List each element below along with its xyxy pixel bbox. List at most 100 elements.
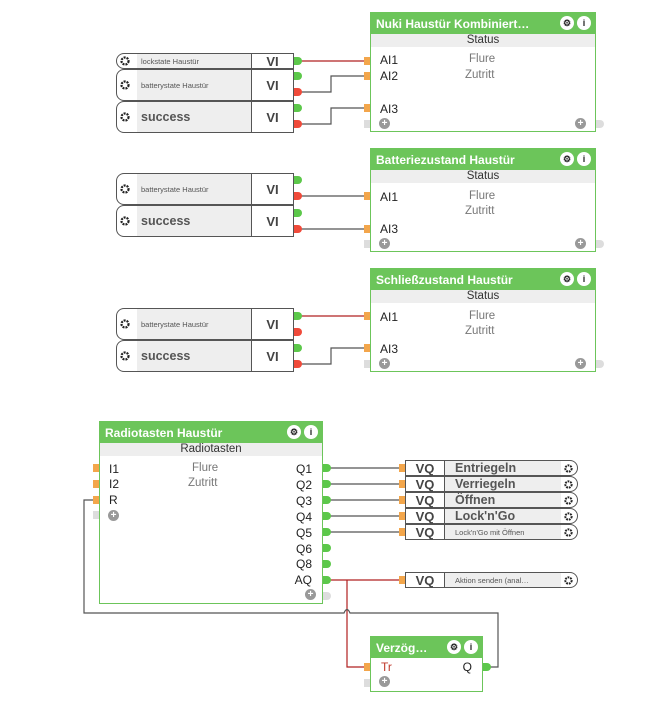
error-port[interactable] — [294, 360, 302, 368]
output-port[interactable] — [323, 528, 331, 536]
info-icon[interactable]: i — [464, 640, 478, 654]
output-port[interactable] — [596, 360, 604, 368]
block-lockstate[interactable]: Schließzustand Haustür ⚙i Status AI1 AI3… — [370, 268, 596, 372]
output-port[interactable] — [294, 57, 302, 65]
add-input-icon[interactable]: + — [108, 510, 119, 521]
block-header[interactable]: Schließzustand Haustür ⚙i — [371, 269, 595, 290]
output-port[interactable] — [323, 576, 331, 584]
input-port[interactable] — [364, 663, 370, 671]
gear-icon[interactable] — [120, 112, 130, 122]
add-input-icon[interactable]: + — [379, 676, 390, 687]
input-port[interactable] — [399, 576, 405, 584]
gear-icon[interactable] — [564, 528, 573, 537]
gear-icon[interactable] — [564, 480, 573, 489]
input-port[interactable] — [364, 104, 370, 112]
gear-icon[interactable] — [120, 351, 130, 361]
error-port[interactable] — [294, 88, 302, 96]
gear-icon[interactable] — [120, 216, 130, 226]
input-port[interactable] — [93, 480, 99, 488]
input-port[interactable] — [364, 240, 370, 248]
input-port[interactable] — [399, 464, 405, 472]
output-port[interactable] — [294, 344, 302, 352]
add-input-icon[interactable]: + — [379, 358, 390, 369]
block-header[interactable]: Verzög… ⚙i — [371, 637, 482, 658]
input-port[interactable] — [93, 511, 99, 519]
gear-icon[interactable]: ⚙ — [560, 16, 574, 30]
vq-lockngo-oeffnen[interactable]: VQ Lock'n'Go mit Öffnen — [405, 524, 578, 540]
gear-icon[interactable] — [120, 56, 130, 66]
gear-icon[interactable]: ⚙ — [560, 272, 574, 286]
output-port[interactable] — [596, 240, 604, 248]
gear-icon[interactable] — [564, 576, 573, 585]
input-port[interactable] — [93, 496, 99, 504]
input-port[interactable] — [399, 480, 405, 488]
gear-icon[interactable] — [120, 184, 130, 194]
gear-icon[interactable] — [120, 319, 130, 329]
output-port[interactable] — [323, 544, 331, 552]
output-port[interactable] — [323, 496, 331, 504]
add-output-icon[interactable]: + — [305, 589, 316, 600]
gear-icon[interactable] — [564, 464, 573, 473]
vi-batterystate[interactable]: batterystate Haustür VI — [116, 69, 294, 101]
input-port[interactable] — [364, 72, 370, 80]
vi-batterystate[interactable]: batterystate Haustür VI — [116, 308, 294, 340]
block-nuki[interactable]: Nuki Haustür Kombiniert… ⚙i Status AI1 A… — [370, 12, 596, 132]
input-port[interactable] — [364, 360, 370, 368]
vq-entriegeln[interactable]: VQ Entriegeln — [405, 460, 578, 476]
info-icon[interactable]: i — [304, 425, 318, 439]
input-port[interactable] — [364, 312, 370, 320]
gear-icon[interactable]: ⚙ — [560, 152, 574, 166]
info-icon[interactable]: i — [577, 152, 591, 166]
input-port[interactable] — [364, 120, 370, 128]
output-port[interactable] — [294, 104, 302, 112]
add-input-icon[interactable]: + — [379, 238, 390, 249]
error-port[interactable] — [294, 192, 302, 200]
block-header[interactable]: Radiotasten Haustür ⚙i — [100, 422, 322, 443]
output-port[interactable] — [323, 464, 331, 472]
block-header[interactable]: Nuki Haustür Kombiniert… ⚙i — [371, 13, 595, 34]
gear-icon[interactable] — [564, 496, 573, 505]
output-port[interactable] — [323, 480, 331, 488]
output-port[interactable] — [483, 663, 491, 671]
block-battery[interactable]: Batteriezustand Haustür ⚙i Status AI1 AI… — [370, 148, 596, 252]
output-port[interactable] — [596, 120, 604, 128]
vq-lockngo[interactable]: VQ Lock'n'Go — [405, 508, 578, 524]
add-output-icon[interactable]: + — [575, 118, 586, 129]
vi-success[interactable]: success VI — [116, 340, 294, 372]
add-output-icon[interactable]: + — [575, 358, 586, 369]
vi-success[interactable]: success VI — [116, 205, 294, 237]
vi-success[interactable]: success VI — [116, 101, 294, 133]
input-port[interactable] — [399, 528, 405, 536]
gear-icon[interactable] — [564, 512, 573, 521]
gear-icon[interactable] — [120, 80, 130, 90]
gear-icon[interactable]: ⚙ — [287, 425, 301, 439]
vq-oeffnen[interactable]: VQ Öffnen — [405, 492, 578, 508]
info-icon[interactable]: i — [577, 272, 591, 286]
error-port[interactable] — [294, 120, 302, 128]
vq-verriegeln[interactable]: VQ Verriegeln — [405, 476, 578, 492]
output-port[interactable] — [294, 176, 302, 184]
error-port[interactable] — [294, 225, 302, 233]
vi-batterystate[interactable]: batterystate Haustür VI — [116, 173, 294, 205]
info-icon[interactable]: i — [577, 16, 591, 30]
output-port[interactable] — [323, 512, 331, 520]
vi-lockstate[interactable]: lockstate Haustür VI — [116, 53, 294, 69]
input-port[interactable] — [364, 344, 370, 352]
gear-icon[interactable]: ⚙ — [447, 640, 461, 654]
input-port[interactable] — [93, 464, 99, 472]
output-port[interactable] — [294, 72, 302, 80]
input-port[interactable] — [399, 512, 405, 520]
add-output-icon[interactable]: + — [575, 238, 586, 249]
output-port[interactable] — [294, 312, 302, 320]
output-port[interactable] — [323, 560, 331, 568]
block-header[interactable]: Batteriezustand Haustür ⚙i — [371, 149, 595, 170]
output-port[interactable] — [323, 592, 331, 600]
vq-aktion-senden[interactable]: VQ Aktion senden (anal… — [405, 572, 578, 588]
input-port[interactable] — [364, 57, 370, 65]
input-port[interactable] — [364, 225, 370, 233]
block-delay[interactable]: Verzög… ⚙i Tr Q + — [370, 636, 483, 692]
add-input-icon[interactable]: + — [379, 118, 390, 129]
input-port[interactable] — [399, 496, 405, 504]
input-port[interactable] — [364, 192, 370, 200]
output-port[interactable] — [294, 209, 302, 217]
